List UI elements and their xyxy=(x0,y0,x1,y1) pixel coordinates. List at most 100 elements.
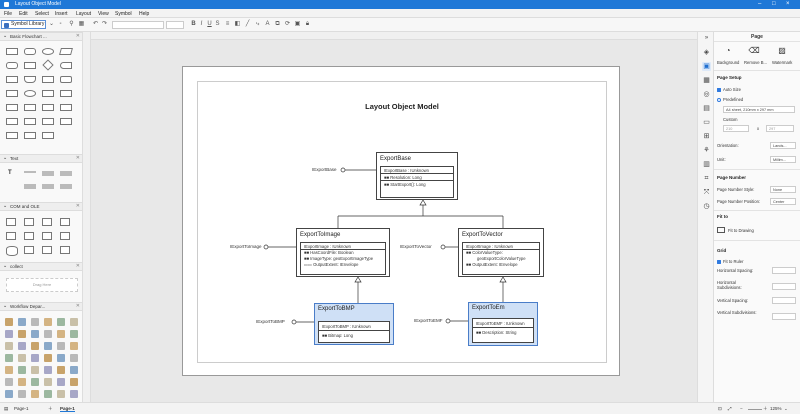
remove-background-button[interactable]: Remove B... xyxy=(744,60,768,65)
process-shape[interactable] xyxy=(6,48,18,55)
text-shape-block[interactable] xyxy=(42,171,54,176)
workflow-symbol[interactable] xyxy=(44,318,52,326)
grid-icon[interactable]: ▦ xyxy=(78,21,85,27)
auto-size-checkbox[interactable] xyxy=(717,88,721,92)
close-icon[interactable]: × xyxy=(786,1,790,7)
pn-style-select[interactable]: None xyxy=(770,186,796,193)
ellipse-shape[interactable] xyxy=(42,48,54,55)
class-export-to-vector[interactable]: ExportToVector IExportImage : IUnknown ■… xyxy=(458,228,544,277)
orientation-select[interactable]: Lands... xyxy=(770,142,796,149)
workflow-symbol[interactable] xyxy=(70,354,78,362)
menu-layout[interactable]: Layout xyxy=(76,10,92,17)
workflow-symbol[interactable] xyxy=(31,366,39,374)
layout-icon[interactable]: ▥ xyxy=(703,161,710,168)
workflow-symbol[interactable] xyxy=(5,390,13,398)
workflow-symbol[interactable] xyxy=(31,354,39,362)
workflow-symbol[interactable] xyxy=(44,390,52,398)
underline-icon[interactable]: U xyxy=(207,21,212,27)
history-icon[interactable]: ◷ xyxy=(703,203,710,210)
section-com-ole[interactable]: ⌄COM and OLE✕ xyxy=(0,202,82,211)
workflow-symbol[interactable] xyxy=(5,318,13,326)
com-shape-k[interactable] xyxy=(60,246,70,254)
workflow-symbol[interactable] xyxy=(57,342,65,350)
align-icon[interactable]: ≡ xyxy=(225,21,230,27)
pn-position-select[interactable]: Center xyxy=(770,198,796,205)
decision-shape[interactable] xyxy=(42,59,54,71)
fit-to-ruler-checkbox[interactable] xyxy=(717,260,721,264)
hexagon-shape[interactable] xyxy=(6,90,18,97)
workflow-symbol[interactable] xyxy=(44,354,52,362)
menu-insert[interactable]: Insert xyxy=(55,10,68,17)
workflow-symbol[interactable] xyxy=(57,318,65,326)
multi-doc-shape[interactable] xyxy=(24,76,36,83)
class-export-to-bmp[interactable]: ExportToBMP IExportToBMP : IUnknown ■■ B… xyxy=(314,303,394,345)
menu-symbol[interactable]: Symbol xyxy=(115,10,132,17)
zoom-out-icon[interactable]: − xyxy=(740,406,743,411)
interface-label[interactable]: IExportToBMP xyxy=(256,319,285,324)
com-shape-a[interactable] xyxy=(6,218,16,226)
shape-row5-d[interactable] xyxy=(60,118,72,125)
com-shape-f[interactable] xyxy=(24,232,34,240)
page-nav-icon[interactable]: ▤ xyxy=(4,406,9,411)
com-shape-c[interactable] xyxy=(42,218,52,226)
strikethrough-icon[interactable]: S xyxy=(215,21,220,27)
zoom-menu-icon[interactable]: ⌄ xyxy=(784,406,788,411)
diagram-title[interactable]: Layout Object Model xyxy=(365,102,439,111)
text-shape-list[interactable] xyxy=(24,184,36,189)
data-shape[interactable] xyxy=(59,48,73,55)
workflow-symbol[interactable] xyxy=(70,342,78,350)
more-icon[interactable]: ▪ xyxy=(59,21,62,27)
h-subdiv-input[interactable] xyxy=(772,283,796,290)
v-spacing-input[interactable] xyxy=(772,297,796,304)
workflow-symbol[interactable] xyxy=(31,318,39,326)
zoom-slider[interactable] xyxy=(748,409,762,410)
interface-label[interactable]: IExportToEMF xyxy=(414,318,443,323)
fill-icon[interactable]: ◧ xyxy=(234,21,241,27)
workflow-symbol[interactable] xyxy=(5,378,13,386)
manual-input-shape[interactable] xyxy=(42,76,54,83)
image-icon[interactable]: ▤ xyxy=(703,105,710,112)
workflow-symbol[interactable] xyxy=(70,330,78,338)
fullscreen-icon[interactable]: ⤢ xyxy=(728,406,732,411)
workflow-symbol[interactable] xyxy=(5,354,13,362)
page-select[interactable]: Page-1 xyxy=(14,406,29,411)
layers-icon[interactable]: ◎ xyxy=(703,91,710,98)
workflow-symbol[interactable] xyxy=(31,390,39,398)
section-text[interactable]: ⌄Text✕ xyxy=(0,154,82,163)
redo-icon[interactable]: ↷ xyxy=(101,21,108,27)
watermark-button[interactable]: Watermark xyxy=(772,60,793,65)
zoom-level[interactable]: 125% xyxy=(770,406,782,411)
font-name-combo[interactable] xyxy=(112,21,164,29)
drag-here-zone[interactable]: Drag Here xyxy=(6,278,78,292)
menu-edit[interactable]: Edit xyxy=(19,10,28,17)
com-shape-e[interactable] xyxy=(6,232,16,240)
data-icon[interactable]: ⊞ xyxy=(703,133,710,140)
text-shape-line[interactable] xyxy=(24,171,36,173)
bold-icon[interactable]: B xyxy=(191,21,196,27)
attachment-icon[interactable]: ⌗ xyxy=(704,175,709,182)
connector-icon[interactable]: ⤷ xyxy=(255,21,260,27)
delay-shape[interactable] xyxy=(60,62,72,69)
section-workflow[interactable]: ⌄Workflow Depar...✕ xyxy=(0,302,82,311)
minimize-icon[interactable]: – xyxy=(758,1,762,7)
workflow-symbol[interactable] xyxy=(57,366,65,374)
drawing-page[interactable]: Layout Object Model xyxy=(182,66,620,376)
section-collect[interactable]: ⌄collect✕ xyxy=(0,262,82,271)
workflow-symbol[interactable] xyxy=(70,378,78,386)
class-export-to-image[interactable]: ExportToImage IExportImage : IUnknown ■■… xyxy=(296,228,390,277)
hierarchy-icon[interactable]: ⚘ xyxy=(703,147,710,154)
display-shape[interactable] xyxy=(60,90,72,97)
grid-icon[interactable]: ▦ xyxy=(703,77,710,84)
group-icon[interactable]: ▣ xyxy=(294,21,301,27)
workflow-symbol[interactable] xyxy=(18,342,26,350)
workflow-symbol[interactable] xyxy=(57,354,65,362)
zoom-in-icon[interactable]: ＋ xyxy=(763,406,768,411)
workflow-symbol[interactable] xyxy=(70,318,78,326)
unit-select[interactable]: Millim... xyxy=(770,156,796,163)
shape-row6-b[interactable] xyxy=(24,132,36,139)
expand-icon[interactable]: » xyxy=(704,35,709,41)
remove-background-icon[interactable]: ⌫ xyxy=(748,46,760,55)
rounded-rect-shape[interactable] xyxy=(6,62,18,69)
workflow-symbol[interactable] xyxy=(5,330,13,338)
offpage-shape[interactable] xyxy=(42,104,54,111)
